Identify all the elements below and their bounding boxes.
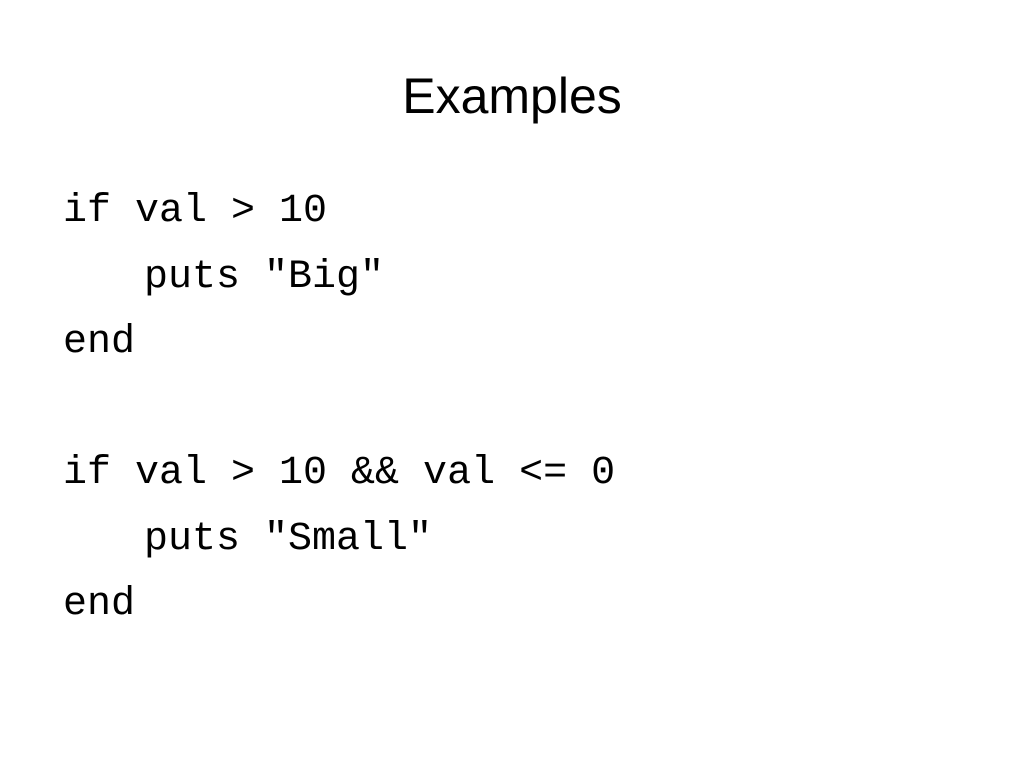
code-line: if val > 10 && val <= 0 — [63, 451, 616, 496]
code-line: puts "Small" — [144, 516, 433, 562]
code-line-blank — [63, 381, 615, 447]
code-line: end — [63, 582, 136, 627]
code-line: if val > 10 — [63, 189, 328, 234]
code-line: end — [63, 320, 136, 365]
code-line: puts "Big" — [144, 254, 385, 300]
code-block: if val > 10 puts "Big" end if val > 10 &… — [63, 184, 615, 643]
slide-title: Examples — [402, 68, 622, 124]
